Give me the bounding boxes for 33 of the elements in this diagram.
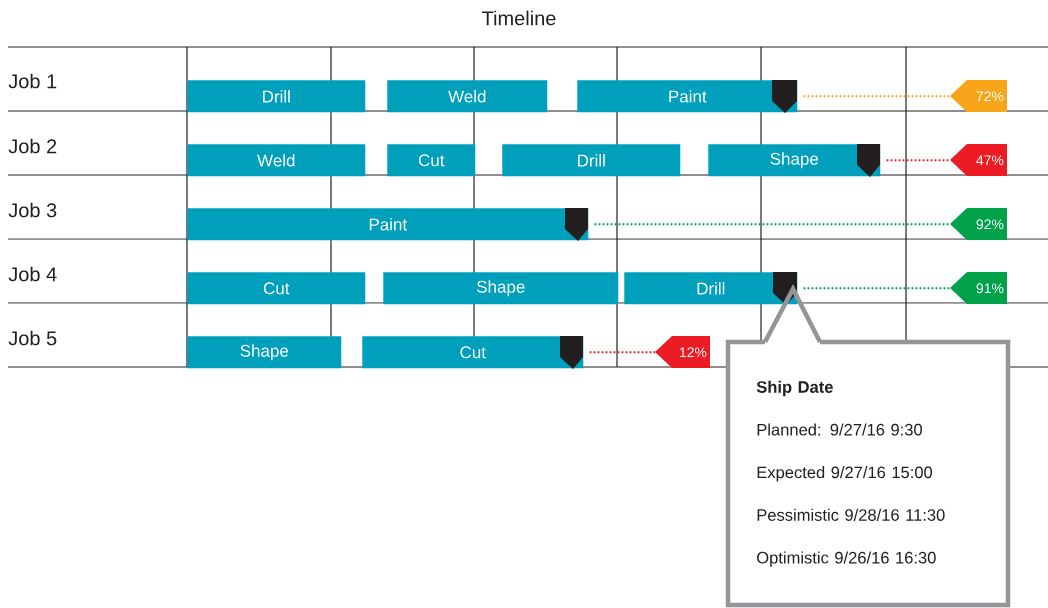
task-bar: Paint: [577, 80, 798, 113]
percent-tag: 47%: [950, 144, 1007, 176]
dotted-line: [802, 287, 951, 290]
title: Timeline: [482, 10, 556, 26]
percent-tag: 91%: [950, 272, 1007, 304]
row-label: Job 1: [8, 73, 57, 89]
row-label: Job 2: [8, 138, 57, 154]
task-bar: Drill: [187, 80, 366, 113]
task-bar: Cut: [387, 144, 476, 177]
dotted-line: [885, 159, 951, 162]
row-label: Job 5: [8, 330, 57, 346]
end-marker: [565, 208, 588, 241]
task-bar: Drill: [502, 144, 681, 177]
end-marker: [560, 336, 583, 369]
dotted-line: [593, 223, 951, 226]
task-bar: Shape: [187, 336, 342, 369]
end-marker: [773, 272, 797, 305]
task-bar: Shape: [383, 272, 619, 305]
task-bar: Cut: [362, 336, 584, 369]
task-bar: Weld: [187, 144, 366, 177]
percent-tag: 72%: [950, 80, 1007, 112]
percent-tag: 12%: [655, 336, 710, 368]
task-bar: Weld: [387, 80, 548, 113]
callout-box: Ship Date Planned: 9/27/16 9:30 Expected 9/27/16 15:00 Pessimistic 9/28/16 11:30 Optimistic 9/26/16 16:30: [725, 339, 1011, 608]
row-label: Job 3: [8, 202, 57, 218]
dotted-line: [802, 95, 951, 98]
task-bar: Cut: [187, 272, 366, 305]
percent-tag: 92%: [950, 208, 1007, 240]
end-marker: [772, 80, 797, 113]
row-label: Job 4: [8, 266, 57, 282]
task-bar: Paint: [187, 208, 589, 241]
dotted-line: [588, 351, 656, 354]
end-marker: [857, 144, 880, 177]
